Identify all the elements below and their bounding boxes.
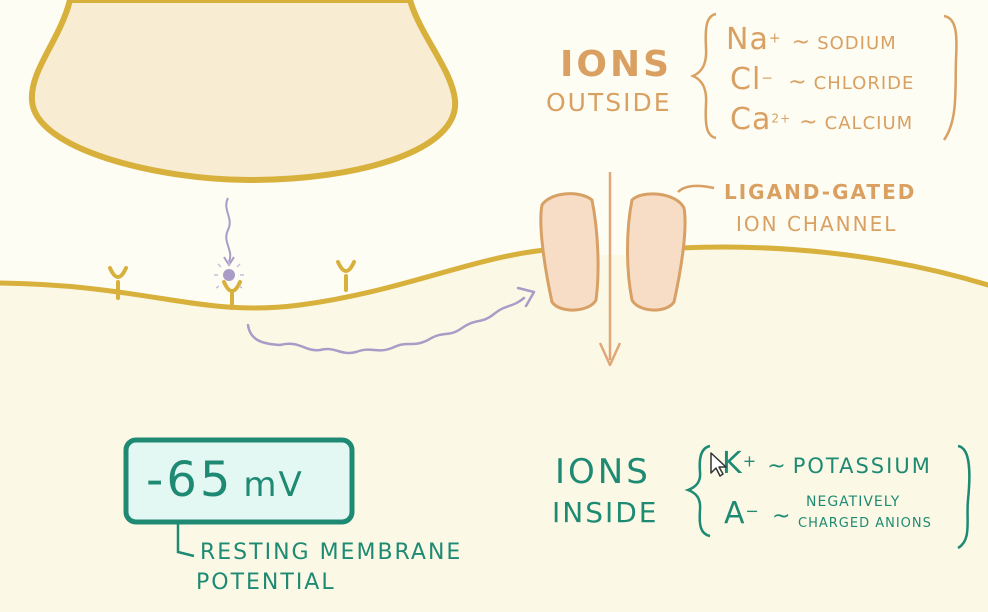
ion-symbol: A xyxy=(724,496,746,531)
channel-label-leader xyxy=(677,184,715,193)
ion-symbol: Ca xyxy=(730,102,772,137)
neurotransmitter-molecule xyxy=(223,269,235,281)
presynaptic-terminal xyxy=(28,0,459,183)
voltage-caption-leader xyxy=(176,524,195,558)
ion-symbol: K xyxy=(722,446,743,481)
ion-symbol: Na xyxy=(726,22,769,57)
outside-right-brace xyxy=(942,14,958,141)
postsynaptic-membrane-left xyxy=(0,247,548,311)
ions-outside-heading: IONS xyxy=(560,44,673,85)
ion-name: SODIUM xyxy=(817,33,897,54)
channel-label-line2: ION CHANNEL xyxy=(736,212,898,236)
ion-item-anions: A− ~ xyxy=(724,496,792,531)
inside-right-brace xyxy=(957,444,971,550)
postsynaptic-membrane-right xyxy=(677,244,988,288)
ion-name: CHLORIDE xyxy=(813,73,915,94)
voltage-value: -65 xyxy=(146,452,234,508)
ion-flow-arrowhead xyxy=(598,342,622,367)
voltage-caption-line2: POTENTIAL xyxy=(196,570,336,595)
postsynaptic-cytoplasm-right xyxy=(680,247,988,612)
receptor-bound xyxy=(222,280,242,310)
ion-item-sodium: Na+ ~ SODIUM xyxy=(726,22,897,57)
ion-symbol: Cl xyxy=(730,62,762,97)
voltage-caption-line1: RESTING MEMBRANE xyxy=(200,540,463,565)
ions-inside-subheading: INSIDE xyxy=(552,496,659,529)
channel-subunit-right xyxy=(626,192,687,312)
cytoplasm-under-channel xyxy=(540,255,685,612)
ion-item-potassium: K+ ~ POTASSIUM xyxy=(722,446,932,481)
voltage-box xyxy=(123,437,355,525)
ions-outside-subheading: OUTSIDE xyxy=(546,88,672,117)
signal-wave-arrowhead xyxy=(516,286,536,308)
voltage-unit: mV xyxy=(243,465,304,505)
channel-label-line1: LIGAND-GATED xyxy=(724,180,917,204)
neurotransmitter-path xyxy=(225,197,232,263)
ion-name: POTASSIUM xyxy=(792,454,932,478)
ion-name: CALCIUM xyxy=(824,113,914,134)
receptor-right xyxy=(336,260,356,292)
signal-wave xyxy=(246,296,526,355)
inside-left-brace xyxy=(684,444,711,538)
mouse-pointer-icon xyxy=(710,452,727,477)
anion-name-line1: NEGATIVELY xyxy=(806,494,901,510)
ions-inside-heading: IONS xyxy=(555,452,651,492)
anion-name-line2: CHARGED ANIONS xyxy=(798,516,932,531)
channel-subunit-left xyxy=(539,192,600,312)
receptor-left xyxy=(108,266,128,300)
ion-item-chloride: Cl− ~ CHLORIDE xyxy=(730,62,915,97)
outside-left-brace xyxy=(689,12,717,140)
neurotransmitter-glow xyxy=(214,262,244,289)
ion-item-calcium: Ca2+ ~ CALCIUM xyxy=(730,102,914,137)
